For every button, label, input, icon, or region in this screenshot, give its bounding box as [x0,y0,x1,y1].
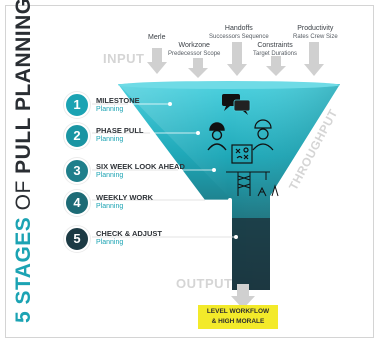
input-arrow-3 [227,42,247,76]
input-label-merle: Merle [148,34,166,41]
funnel-shading [118,84,340,290]
stage-4-number: 4 [64,190,90,216]
result-line-2: & HIGH MORALE [211,318,265,325]
border-frame [5,5,374,338]
funnel-spout [232,218,270,290]
chat-bubbles-icon [222,94,251,115]
stage-2-number: 2 [64,123,90,149]
stage-5-title: CHECK & ADJUST [96,229,162,238]
stage-3-subtitle: Planning [96,172,124,179]
worker-icon [207,122,227,151]
stage-2-subtitle: Planning [96,136,124,143]
stage-5-number: 5 [64,226,90,252]
stage-3-title: SIX WEEK LOOK AHEAD [96,162,185,171]
stage-5-subtitle: Planning [96,239,124,246]
plan-board-icon [231,144,253,164]
leader-lines-outside [92,103,232,238]
engineer-icon [252,119,274,151]
stage-1-title: MILESTONE [96,96,140,105]
input-arrow-2 [188,58,208,78]
input-arrow-5 [304,42,324,76]
stage-1-number: 1 [64,92,90,118]
output-heading: OUTPUT [176,276,233,291]
stage-4-title: WEEKLY WORK [96,193,154,202]
result-box: LEVEL WORKFLOW & HIGH MORALE [198,305,278,329]
output-arrow [231,284,255,309]
input-arrow-1 [147,48,167,74]
result-line-1: LEVEL WORKFLOW [206,308,270,315]
stage-4-subtitle: Planning [96,203,124,210]
input-arrow-4 [266,56,286,76]
stage-1-subtitle: Planning [96,106,124,113]
stage-2-title: PHASE PULL [96,126,144,135]
crane-icon [226,171,279,197]
funnel-rim [118,81,340,89]
stage-3-number: 3 [64,158,90,184]
input-arrows [147,42,324,78]
input-heading: INPUT [103,51,145,66]
